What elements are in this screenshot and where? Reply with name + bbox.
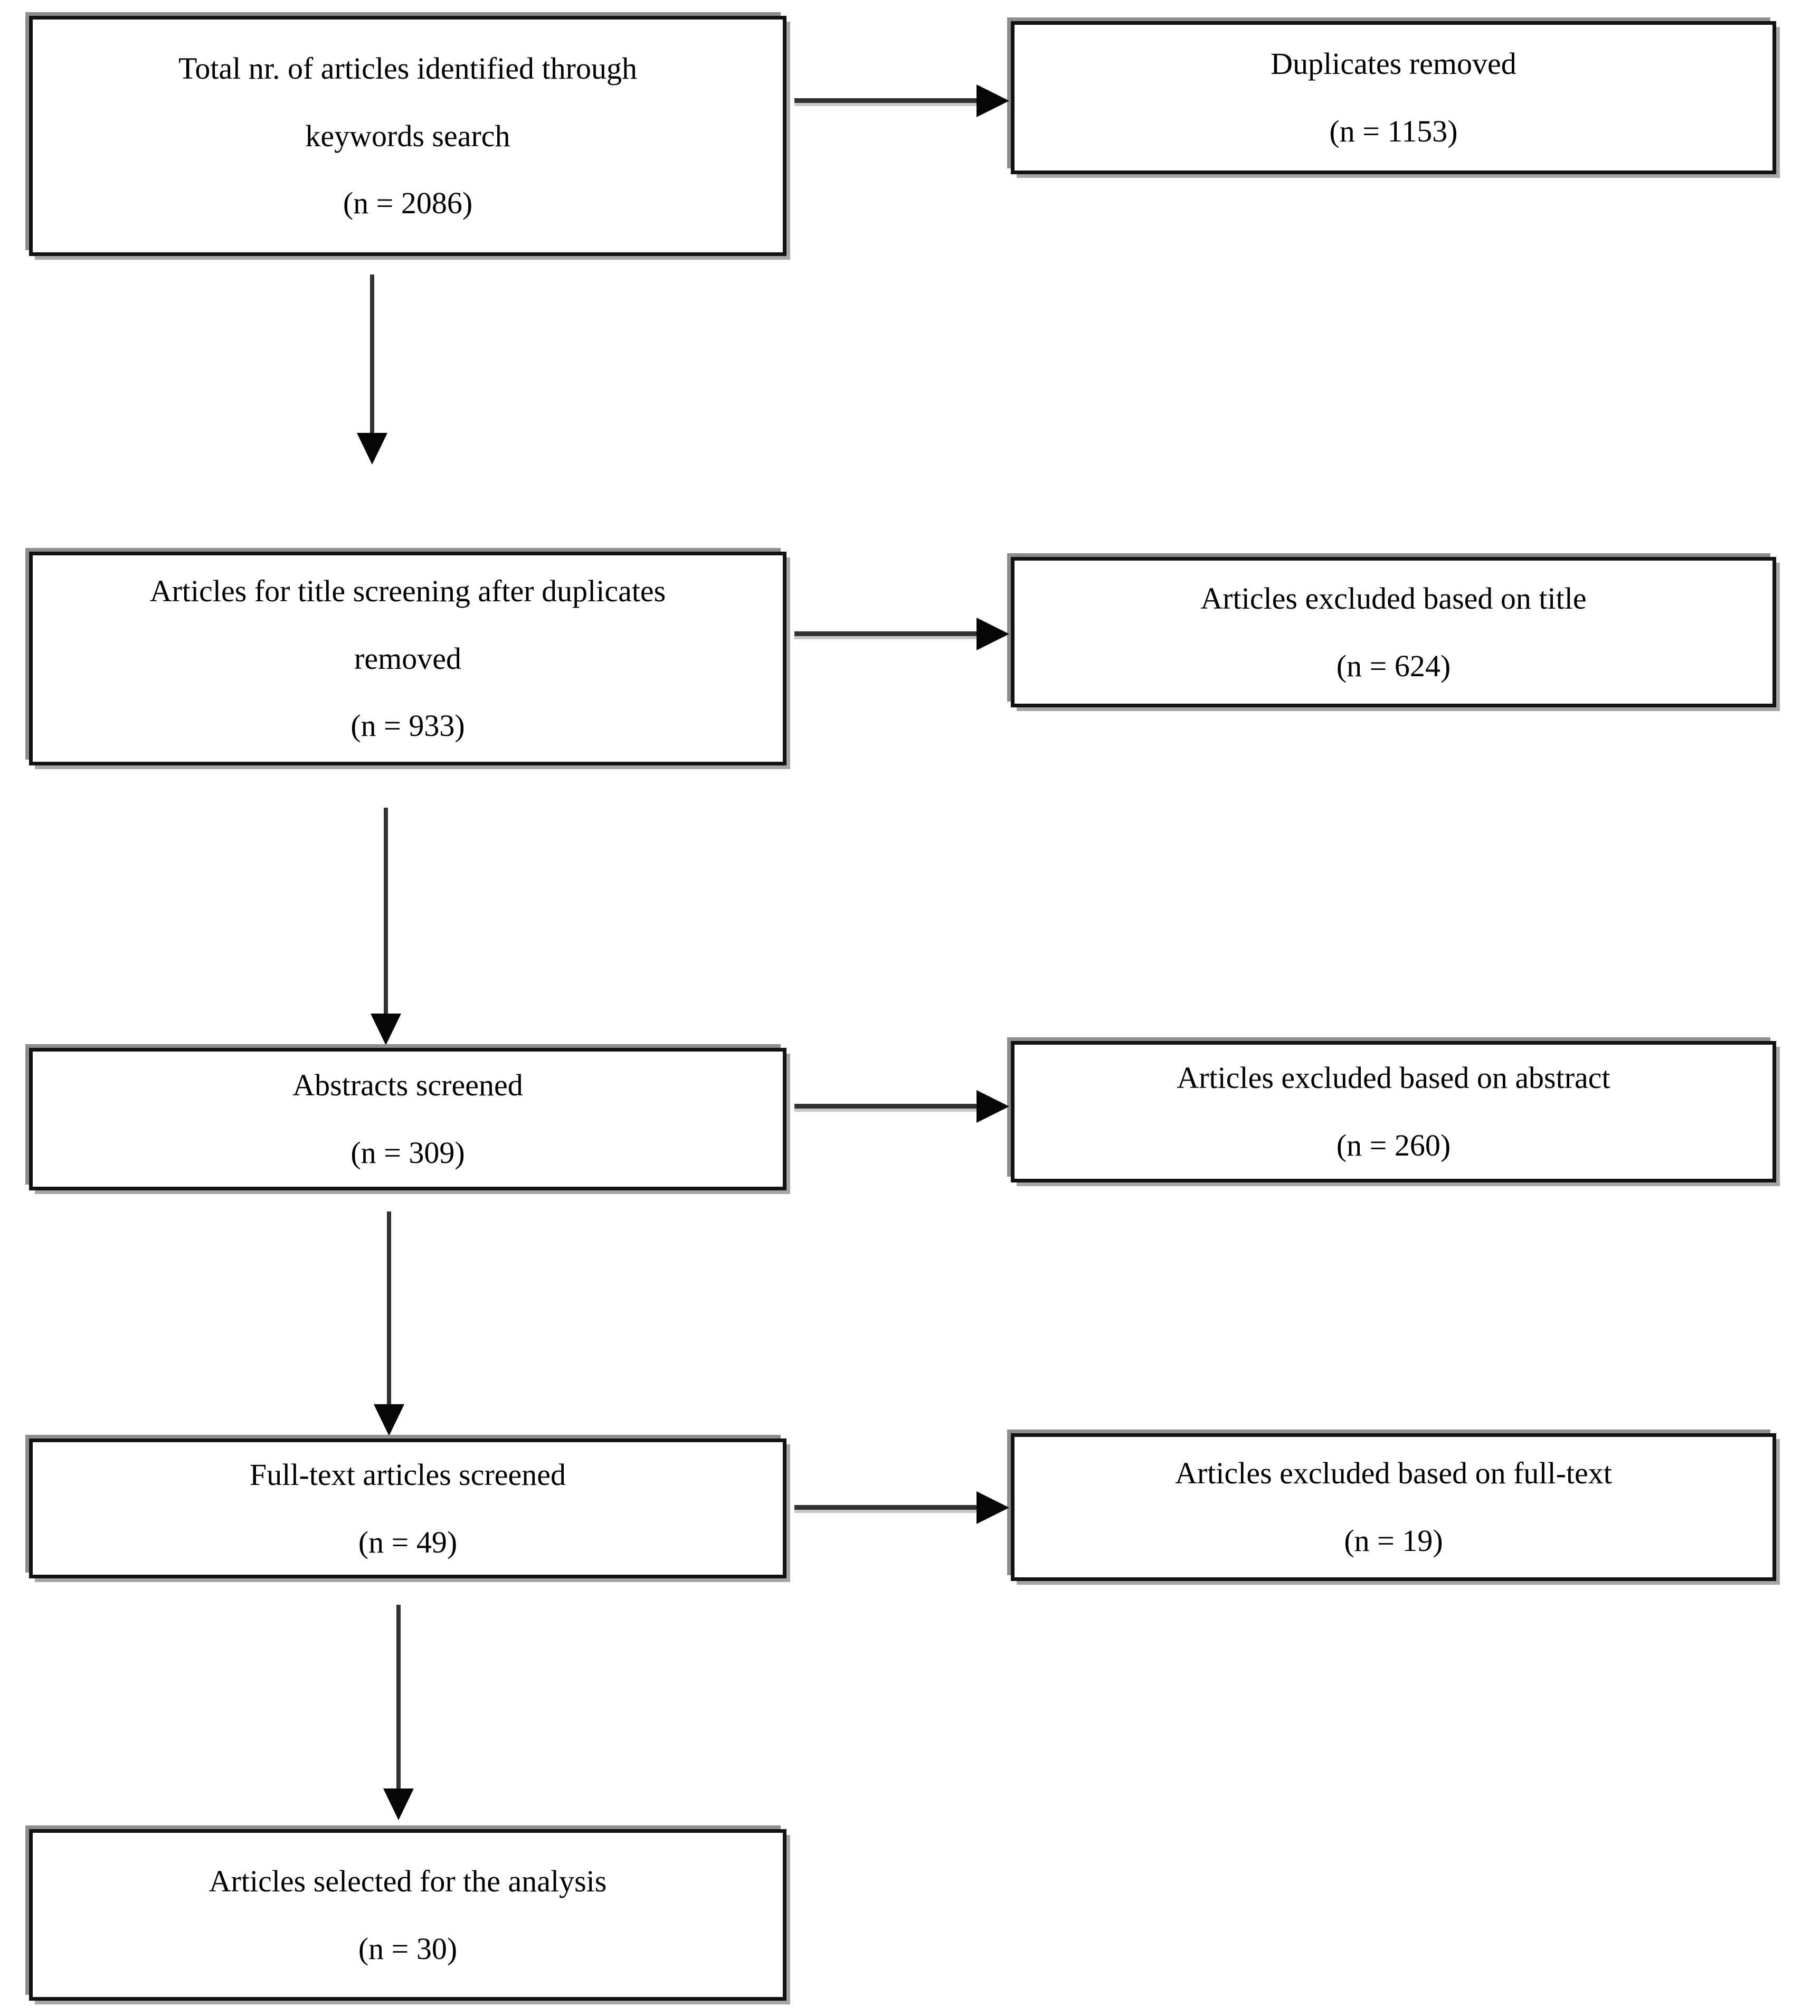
box-count: (n = 309) (350, 1135, 465, 1170)
box-text-line: Duplicates removed (1271, 46, 1516, 81)
box-excluded-on-fulltext: Articles excluded based on full-text (n … (1011, 1433, 1776, 1581)
box-text-line: Abstracts screened (292, 1068, 523, 1103)
box-text-line: Total nr. of articles identified through (178, 51, 637, 86)
box-count: (n = 49) (358, 1525, 458, 1559)
box-count: (n = 933) (350, 708, 465, 743)
box-text-line: Articles excluded based on full-text (1175, 1456, 1612, 1491)
box-articles-selected: Articles selected for the analysis (n = … (29, 1829, 786, 2001)
box-count: (n = 30) (358, 1931, 458, 1966)
box-text-line: removed (354, 641, 461, 676)
box-text-line: Articles excluded based on abstract (1177, 1061, 1610, 1095)
arrow-right-title-screening-to-excluded-title (794, 631, 977, 636)
arrow-down-title-screening-to-abstracts (384, 808, 388, 1014)
box-fulltext-screened: Full-text articles screened (n = 49) (29, 1438, 786, 1578)
arrow-down-fulltext-to-selected (396, 1605, 401, 1788)
box-text-line: keywords search (305, 118, 510, 153)
box-text-line: Full-text articles screened (249, 1457, 566, 1492)
box-excluded-on-abstract: Articles excluded based on abstract (n =… (1011, 1041, 1776, 1182)
arrow-down-identified-to-title-screening (370, 275, 374, 433)
box-count: (n = 624) (1336, 648, 1451, 683)
box-count: (n = 19) (1344, 1523, 1443, 1558)
box-text-line: Articles for title screening after dupli… (149, 574, 666, 609)
arrow-right-abstracts-to-excluded-abstract (794, 1104, 977, 1109)
arrow-down-abstracts-to-fulltext (387, 1212, 391, 1404)
box-text-line: Articles selected for the analysis (208, 1863, 607, 1898)
box-count: (n = 260) (1336, 1128, 1451, 1162)
box-duplicates-removed: Duplicates removed (n = 1153) (1011, 21, 1776, 174)
box-text-line: Articles excluded based on title (1200, 581, 1587, 616)
box-articles-identified: Total nr. of articles identified through… (29, 16, 786, 256)
box-count: (n = 2086) (343, 186, 473, 221)
box-excluded-on-title: Articles excluded based on title (n = 62… (1011, 557, 1776, 707)
arrow-right-fulltext-to-excluded-fulltext (794, 1505, 977, 1510)
box-count: (n = 1153) (1329, 114, 1458, 148)
arrow-right-identified-to-duplicates (794, 98, 977, 103)
box-title-screening: Articles for title screening after dupli… (29, 552, 786, 765)
box-abstracts-screened: Abstracts screened (n = 309) (29, 1048, 786, 1190)
